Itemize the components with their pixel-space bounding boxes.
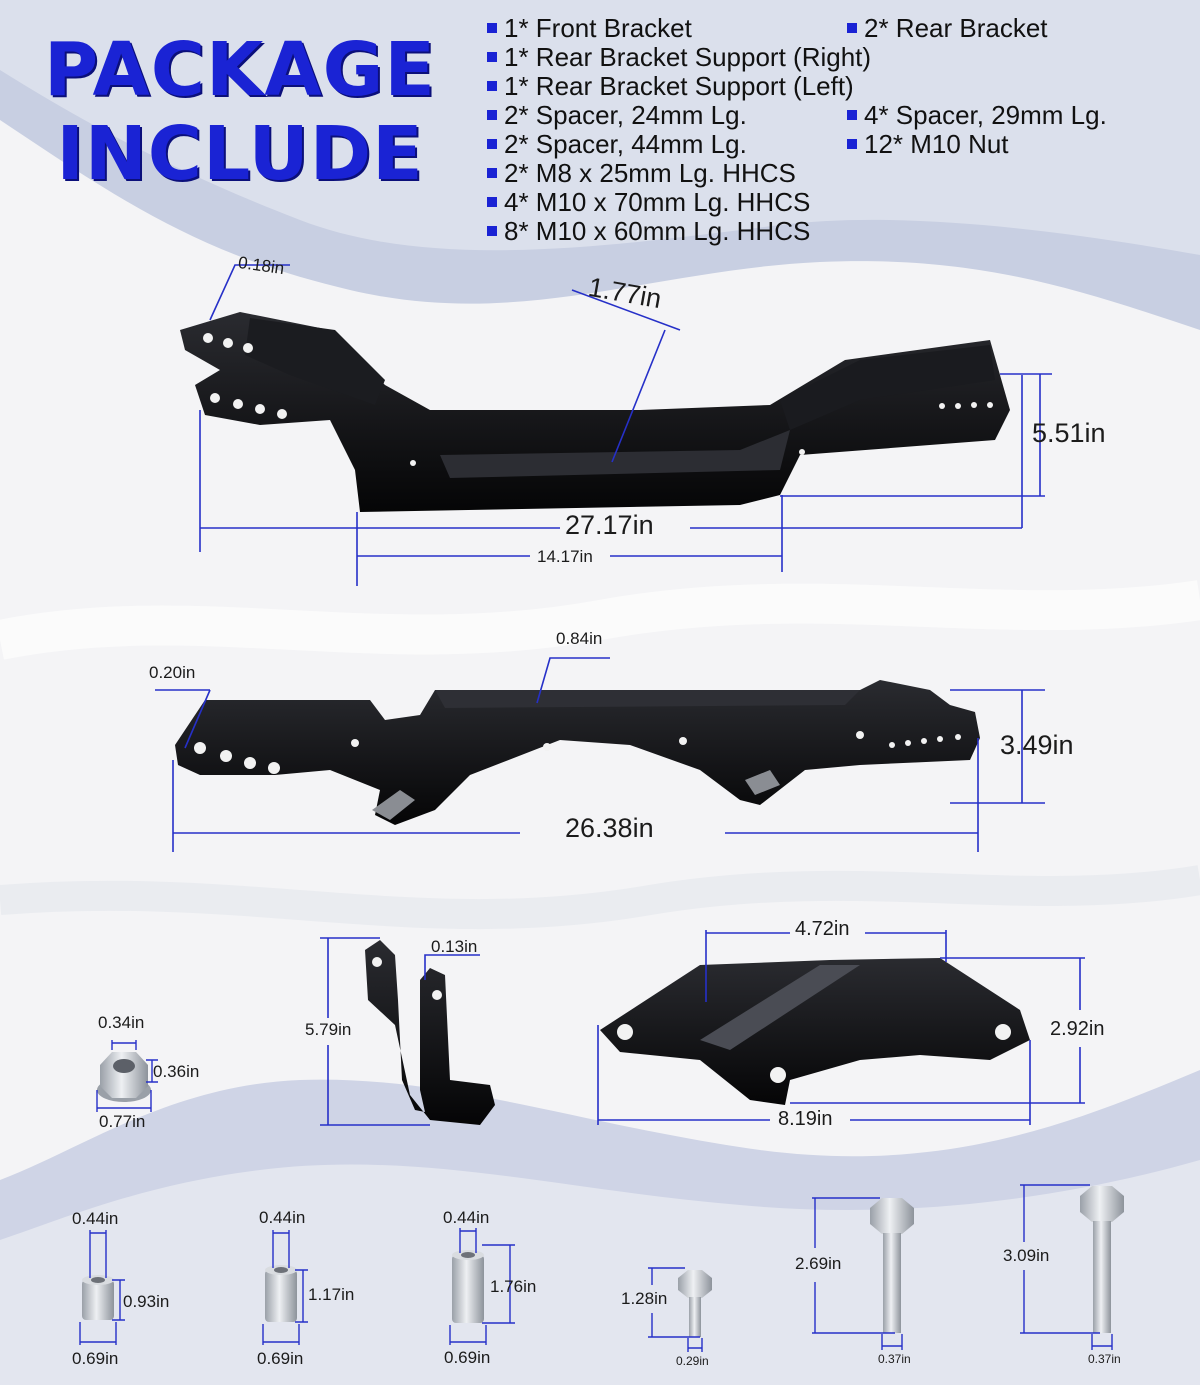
title-line-2: INCLUDE (56, 111, 424, 197)
support-thickness: 0.13in (431, 937, 478, 956)
support-bracket-part (365, 940, 495, 1125)
bullet-square-icon (847, 23, 857, 34)
spacer-1-height: 0.93in (123, 1292, 170, 1311)
nut-height: 0.36in (153, 1062, 200, 1081)
package-item-label: 1* Rear Bracket Support (Left) (504, 71, 854, 101)
bullet-square-icon (487, 139, 497, 150)
package-item-label: 8* M10 x 60mm Lg. HHCS (504, 216, 811, 246)
nut-width: 0.77in (99, 1112, 146, 1131)
rear-bracket-height: 3.49in (1000, 730, 1074, 760)
front-bracket-length: 27.17in (565, 510, 654, 540)
package-item-label: 2* Spacer, 44mm Lg. (504, 129, 747, 159)
spacer-1-inner: 0.44in (72, 1209, 119, 1228)
spacer-2-height: 1.17in (308, 1285, 355, 1304)
package-item-label: 2* M8 x 25mm Lg. HHCS (504, 158, 796, 188)
bolt-parts (678, 1186, 1124, 1337)
bolt-1-length: 1.28in (621, 1289, 668, 1308)
support-height: 5.79in (305, 1020, 352, 1039)
nut-dimensions (96, 1040, 158, 1112)
rear-bracket-thickness: 0.20in (149, 663, 196, 682)
bolt-1-diameter: 0.29in (676, 1354, 709, 1368)
bullet-square-icon (487, 226, 497, 237)
bolt-2-length: 2.69in (795, 1254, 842, 1273)
package-item: 2* M8 x 25mm Lg. HHCS (487, 159, 796, 188)
bullet-square-icon (487, 81, 497, 92)
package-item: 1* Rear Bracket Support (Right) (487, 43, 871, 72)
rear-bracket-part (175, 680, 980, 825)
package-item: 4* M10 x 70mm Lg. HHCS (487, 188, 810, 217)
package-item: 2* Spacer, 24mm Lg. (487, 101, 747, 130)
package-include-title: PACKAGE INCLUDE (40, 28, 440, 196)
bullet-square-icon (487, 110, 497, 121)
package-item-label: 4* Spacer, 29mm Lg. (864, 100, 1107, 130)
plate-length: 8.19in (778, 1108, 833, 1130)
spacer-3-outer: 0.69in (444, 1348, 491, 1367)
bolt-3-diameter: 0.37in (1088, 1352, 1121, 1366)
support-bracket-dimensions (320, 937, 480, 1126)
plate-height: 2.92in (1050, 1018, 1105, 1040)
spacer-dimensions (79, 1228, 515, 1345)
package-item: 12* M10 Nut (847, 130, 1009, 159)
nut-part (97, 1052, 151, 1102)
title-line-1: PACKAGE (44, 27, 436, 113)
package-item-label: 2* Rear Bracket (864, 13, 1048, 43)
bullet-square-icon (487, 23, 497, 34)
rear-bracket-length: 26.38in (565, 813, 654, 843)
bullet-square-icon (487, 197, 497, 208)
bolt-2-diameter: 0.37in (878, 1352, 911, 1366)
package-item-label: 2* Spacer, 24mm Lg. (504, 100, 747, 130)
spacer-1-outer: 0.69in (72, 1349, 119, 1368)
bullet-square-icon (847, 139, 857, 150)
rear-bracket-width: 0.84in (556, 629, 603, 648)
front-bracket-height: 5.51in (1032, 418, 1106, 448)
bolt-dimensions (648, 1184, 1113, 1352)
spacer-2-outer: 0.69in (257, 1349, 304, 1368)
spacer-parts (82, 1250, 484, 1323)
package-item: 1* Front Bracket (487, 14, 692, 43)
package-item: 1* Rear Bracket Support (Left) (487, 72, 854, 101)
spacer-3-inner: 0.44in (443, 1208, 490, 1227)
package-item: 2* Spacer, 44mm Lg. (487, 130, 747, 159)
bolt-3-length: 3.09in (1003, 1246, 1050, 1265)
package-item-label: 12* M10 Nut (864, 129, 1009, 159)
package-item: 4* Spacer, 29mm Lg. (847, 101, 1107, 130)
package-item-label: 4* M10 x 70mm Lg. HHCS (504, 187, 811, 217)
spacer-3-height: 1.76in (490, 1277, 537, 1296)
front-bracket-part (180, 312, 1010, 512)
package-item: 2* Rear Bracket (847, 14, 1048, 43)
mounting-plate-part (600, 958, 1030, 1105)
bullet-square-icon (487, 168, 497, 179)
nut-top: 0.34in (98, 1013, 145, 1032)
package-item-label: 1* Front Bracket (504, 13, 692, 43)
front-bracket-inner-length: 14.17in (537, 547, 593, 566)
package-item-label: 1* Rear Bracket Support (Right) (504, 42, 872, 72)
package-item: 8* M10 x 60mm Lg. HHCS (487, 217, 810, 246)
bullet-square-icon (487, 52, 497, 63)
spacer-2-inner: 0.44in (259, 1208, 306, 1227)
mounting-plate-dimensions (597, 930, 1085, 1125)
front-bracket-dimensions (199, 264, 1052, 586)
bullet-square-icon (847, 110, 857, 121)
rear-bracket-dimensions (155, 657, 1045, 852)
plate-width: 4.72in (795, 918, 850, 940)
